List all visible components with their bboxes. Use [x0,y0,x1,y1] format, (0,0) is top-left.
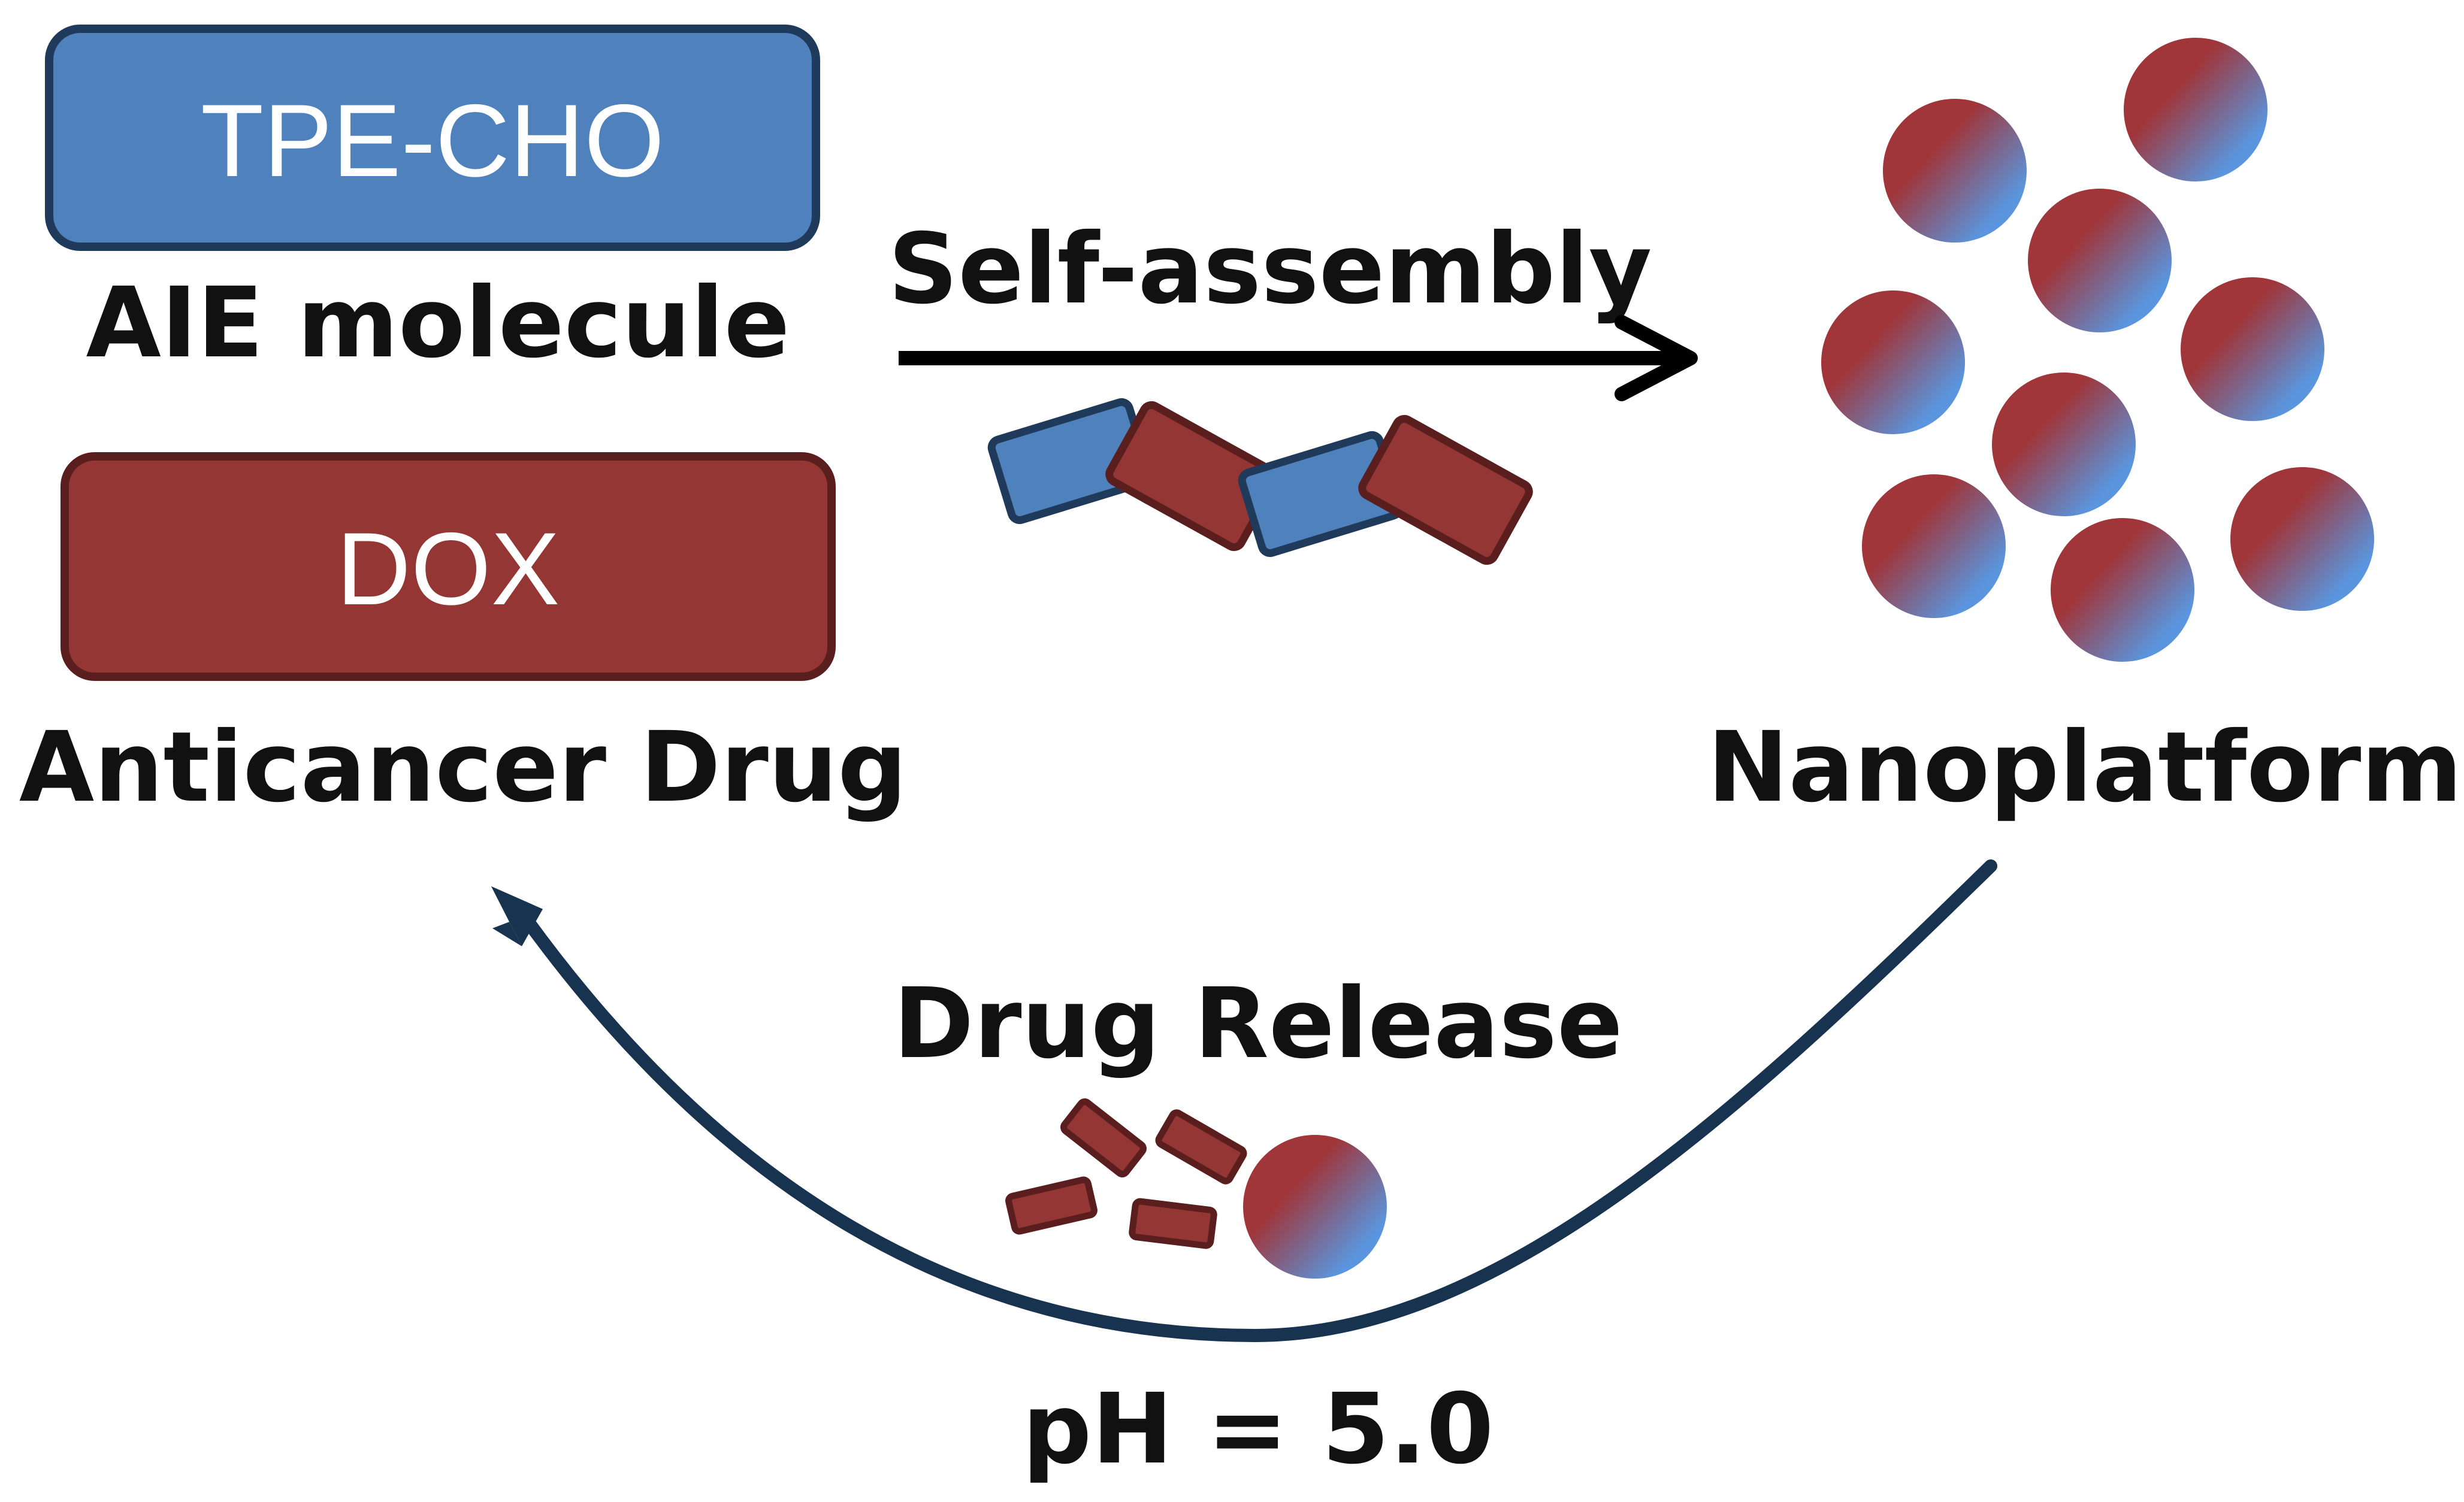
drug-release-label: Drug Release [893,968,1623,1080]
released-drug-fragments [1005,1098,1387,1279]
drug-fragment [1060,1098,1147,1177]
nanoparticle-sphere [2051,518,2194,662]
self-assembly-label: Self-assembly [888,213,1652,326]
drug-fragment [1155,1109,1247,1185]
empty-nanoparticle-sphere [1243,1135,1387,1279]
self-assembly-arrow [899,315,1698,401]
dox-label: DOX [337,511,560,626]
nanoplatform-caption: Nanoplatform [1707,711,2462,824]
drug-fragment [1129,1198,1217,1249]
nanoparticle-sphere [1883,99,2027,243]
nanoplatform-cluster [1821,38,2374,662]
drug-release-arrow [491,859,1997,1343]
nanoparticle-sphere [2230,467,2374,611]
nanoparticle-sphere [2028,189,2172,332]
tpe-cho-label: TPE-CHO [201,83,664,198]
drug-fragment [1005,1176,1098,1235]
tpe-cho-box: TPE-CHO [45,25,820,251]
anticancer-drug-caption: Anticancer Drug [19,711,907,824]
nanoparticle-sphere [2124,38,2268,181]
nanoparticle-sphere [1821,290,1965,434]
nanoparticle-sphere [1992,373,2136,516]
aie-molecule-caption: AIE molecule [86,267,790,380]
assembly-block-red-2 [1358,414,1533,565]
ph-condition-label: pH = 5.0 [1022,1373,1493,1486]
nanoparticle-sphere [1862,474,2006,618]
assembly-blocks [987,398,1533,565]
nanoparticle-sphere [2181,277,2324,421]
dox-box: DOX [61,452,836,681]
